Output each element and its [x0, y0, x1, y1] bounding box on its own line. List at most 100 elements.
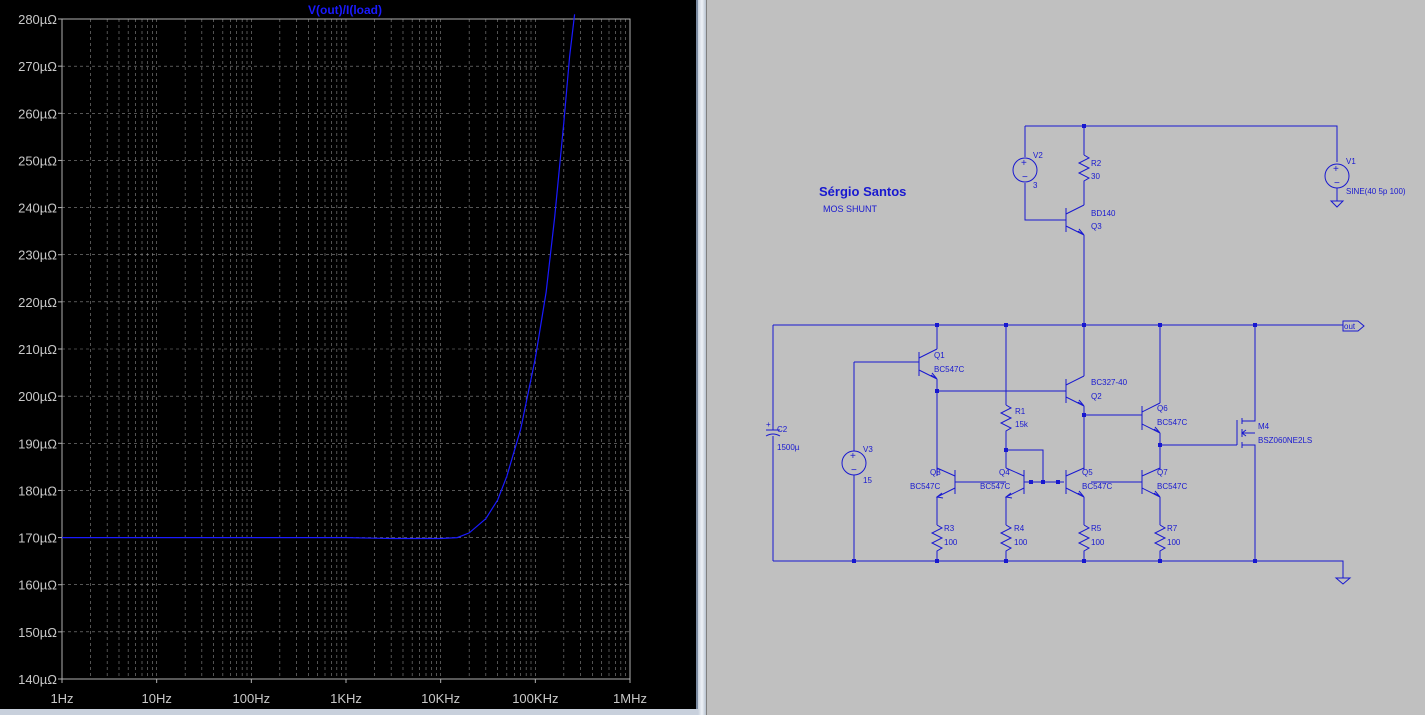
junction-dot [1004, 559, 1008, 563]
junction-dot [1082, 413, 1086, 417]
r3-resistor[interactable] [930, 524, 944, 561]
schematic-canvas[interactable]: + − + − + − + Sérgio Santos MOS SHUNT V2… [707, 0, 1425, 715]
r5-value[interactable]: 100 [1091, 538, 1105, 547]
v3-ref[interactable]: V3 [863, 445, 873, 454]
q8-ref[interactable]: Q8 [930, 468, 941, 477]
m4-mosfet[interactable] [1236, 325, 1256, 561]
junction-dot [1082, 124, 1086, 128]
y-tick-label: 150µΩ [18, 625, 57, 640]
r1-resistor[interactable] [999, 404, 1044, 480]
q3-model[interactable]: BD140 [1091, 209, 1116, 218]
q4-model[interactable]: BC547C [980, 482, 1010, 491]
v2-plus-sign: + [1021, 158, 1027, 169]
out-port[interactable] [1342, 320, 1365, 332]
junction-dot [1004, 448, 1008, 452]
c2-capacitor[interactable] [765, 325, 781, 561]
r2-ref[interactable]: R2 [1091, 159, 1102, 168]
v2-minus-sign: − [1022, 172, 1028, 183]
v1-value[interactable]: SINE(40 5p 100) [1346, 187, 1406, 196]
q6-ref[interactable]: Q6 [1157, 404, 1168, 413]
waveform-plot[interactable]: V(out)/I(load) 280µΩ270µΩ260µΩ250µΩ240µΩ… [0, 0, 698, 710]
q8-transistor[interactable] [935, 467, 1006, 525]
y-tick-label: 160µΩ [18, 578, 57, 593]
q8-model[interactable]: BC547C [910, 482, 940, 491]
schematic-pane[interactable]: + − + − + − + Sérgio Santos MOS SHUNT V2… [706, 0, 1425, 715]
junction-dot [935, 389, 939, 393]
y-tick-label: 230µΩ [18, 248, 57, 263]
q4-transistor[interactable] [1004, 450, 1064, 525]
v3-minus-sign: − [851, 465, 857, 476]
y-tick-label: 250µΩ [18, 153, 57, 168]
pane-splitter[interactable] [698, 0, 706, 715]
r4-ref[interactable]: R4 [1014, 524, 1025, 533]
q2-ref[interactable]: Q2 [1091, 392, 1102, 401]
y-tick-label: 280µΩ [18, 12, 57, 27]
q7-ref[interactable]: Q7 [1157, 468, 1168, 477]
q5-transistor[interactable] [1065, 467, 1085, 525]
q3-transistor[interactable] [1065, 204, 1085, 236]
q6-model[interactable]: BC547C [1157, 418, 1187, 427]
v3-plus-sign: + [850, 451, 856, 462]
v2-ref[interactable]: V2 [1033, 151, 1043, 160]
v2-value[interactable]: 3 [1033, 181, 1038, 190]
q3-ref[interactable]: Q3 [1091, 222, 1102, 231]
schematic-title[interactable]: Sérgio Santos [819, 184, 906, 199]
r3-ref[interactable]: R3 [944, 524, 955, 533]
v1-plus-sign: + [1333, 164, 1339, 175]
q7-model[interactable]: BC547C [1157, 482, 1187, 491]
q2-model[interactable]: BC327-40 [1091, 378, 1128, 387]
c2-value[interactable]: 1500µ [777, 443, 800, 452]
q1-ref[interactable]: Q1 [934, 351, 945, 360]
r1-ref[interactable]: R1 [1015, 407, 1026, 416]
junction-dot [1056, 480, 1060, 484]
r5-ref[interactable]: R5 [1091, 524, 1102, 533]
r3-value[interactable]: 100 [944, 538, 958, 547]
out-label[interactable]: out [1344, 322, 1356, 331]
c2-ref[interactable]: C2 [777, 425, 788, 434]
x-tick-label: 10Hz [141, 691, 171, 706]
q1-transistor[interactable] [918, 325, 938, 476]
junction-dot [1041, 480, 1045, 484]
y-tick-label: 210µΩ [18, 342, 57, 357]
wire-top-rail [1024, 125, 1338, 221]
q4-ref[interactable]: Q4 [999, 468, 1010, 477]
junction-dot [1253, 559, 1257, 563]
junction-dot [852, 559, 856, 563]
r4-resistor[interactable] [999, 524, 1013, 561]
q6-transistor[interactable] [1141, 325, 1161, 470]
r1-value[interactable]: 15k [1015, 420, 1029, 429]
wire-bottom-rail [773, 560, 1352, 585]
r2-resistor[interactable] [1077, 154, 1091, 185]
y-tick-label: 190µΩ [18, 436, 57, 451]
y-tick-label: 180µΩ [18, 483, 57, 498]
r7-value[interactable]: 100 [1167, 538, 1181, 547]
y-tick-label: 170µΩ [18, 531, 57, 546]
v2-voltage-source[interactable] [1012, 157, 1038, 183]
q1-model[interactable]: BC547C [934, 365, 964, 374]
q7-transistor[interactable] [1091, 467, 1161, 525]
v3-value[interactable]: 15 [863, 476, 872, 485]
y-tick-label: 220µΩ [18, 295, 57, 310]
m4-model[interactable]: BSZ060NE2LS [1258, 436, 1312, 445]
schematic-subtitle[interactable]: MOS SHUNT [823, 204, 878, 214]
r5-resistor[interactable] [1077, 524, 1091, 561]
plot-grid [62, 19, 630, 679]
r2-value[interactable]: 30 [1091, 172, 1100, 181]
y-tick-label: 200µΩ [18, 389, 57, 404]
junction-dot [1082, 559, 1086, 563]
r7-resistor[interactable] [1153, 524, 1167, 561]
r7-ref[interactable]: R7 [1167, 524, 1178, 533]
y-tick-label: 270µΩ [18, 59, 57, 74]
trace-line[interactable] [62, 14, 576, 540]
v1-minus-sign: − [1334, 178, 1340, 189]
v3-voltage-source[interactable] [841, 450, 867, 476]
v1-ref[interactable]: V1 [1346, 157, 1356, 166]
q5-model[interactable]: BC547C [1082, 482, 1112, 491]
m4-ref[interactable]: M4 [1258, 422, 1270, 431]
q5-ref[interactable]: Q5 [1082, 468, 1093, 477]
trace-title[interactable]: V(out)/I(load) [308, 3, 382, 17]
q2-transistor[interactable] [1065, 325, 1085, 470]
r4-value[interactable]: 100 [1014, 538, 1028, 547]
